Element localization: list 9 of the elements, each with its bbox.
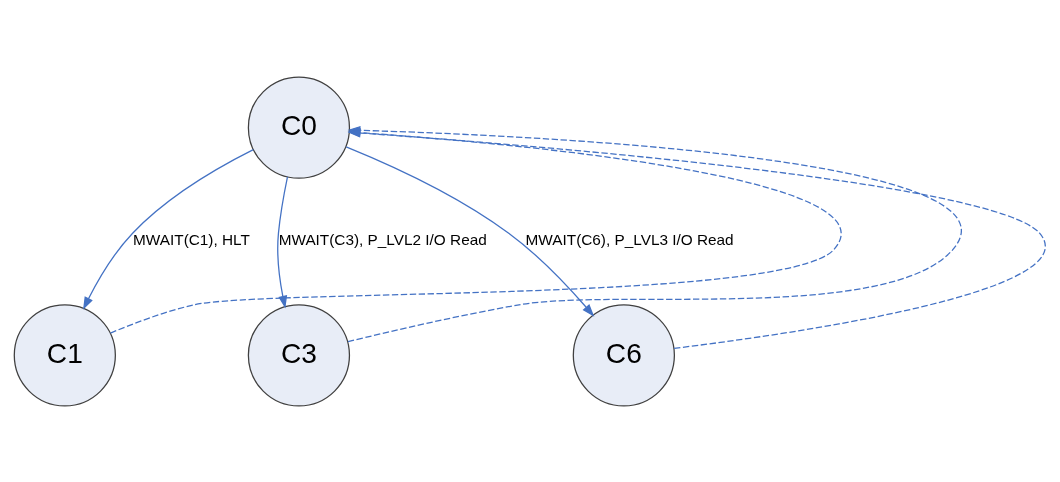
edge-label: MWAIT(C1), HLT [133, 230, 250, 248]
edge-label: MWAIT(C6), P_LVL3 I/O Read [525, 230, 734, 248]
node-circle: C1 [13, 303, 116, 406]
arrow [345, 145, 595, 317]
node-circle: C3 [247, 303, 351, 406]
node-circle: C0 [247, 76, 351, 179]
arrow [83, 148, 254, 310]
edge-label: MWAIT(C3), P_LVL2 I/O Read [278, 230, 487, 248]
arrow [347, 128, 1046, 349]
